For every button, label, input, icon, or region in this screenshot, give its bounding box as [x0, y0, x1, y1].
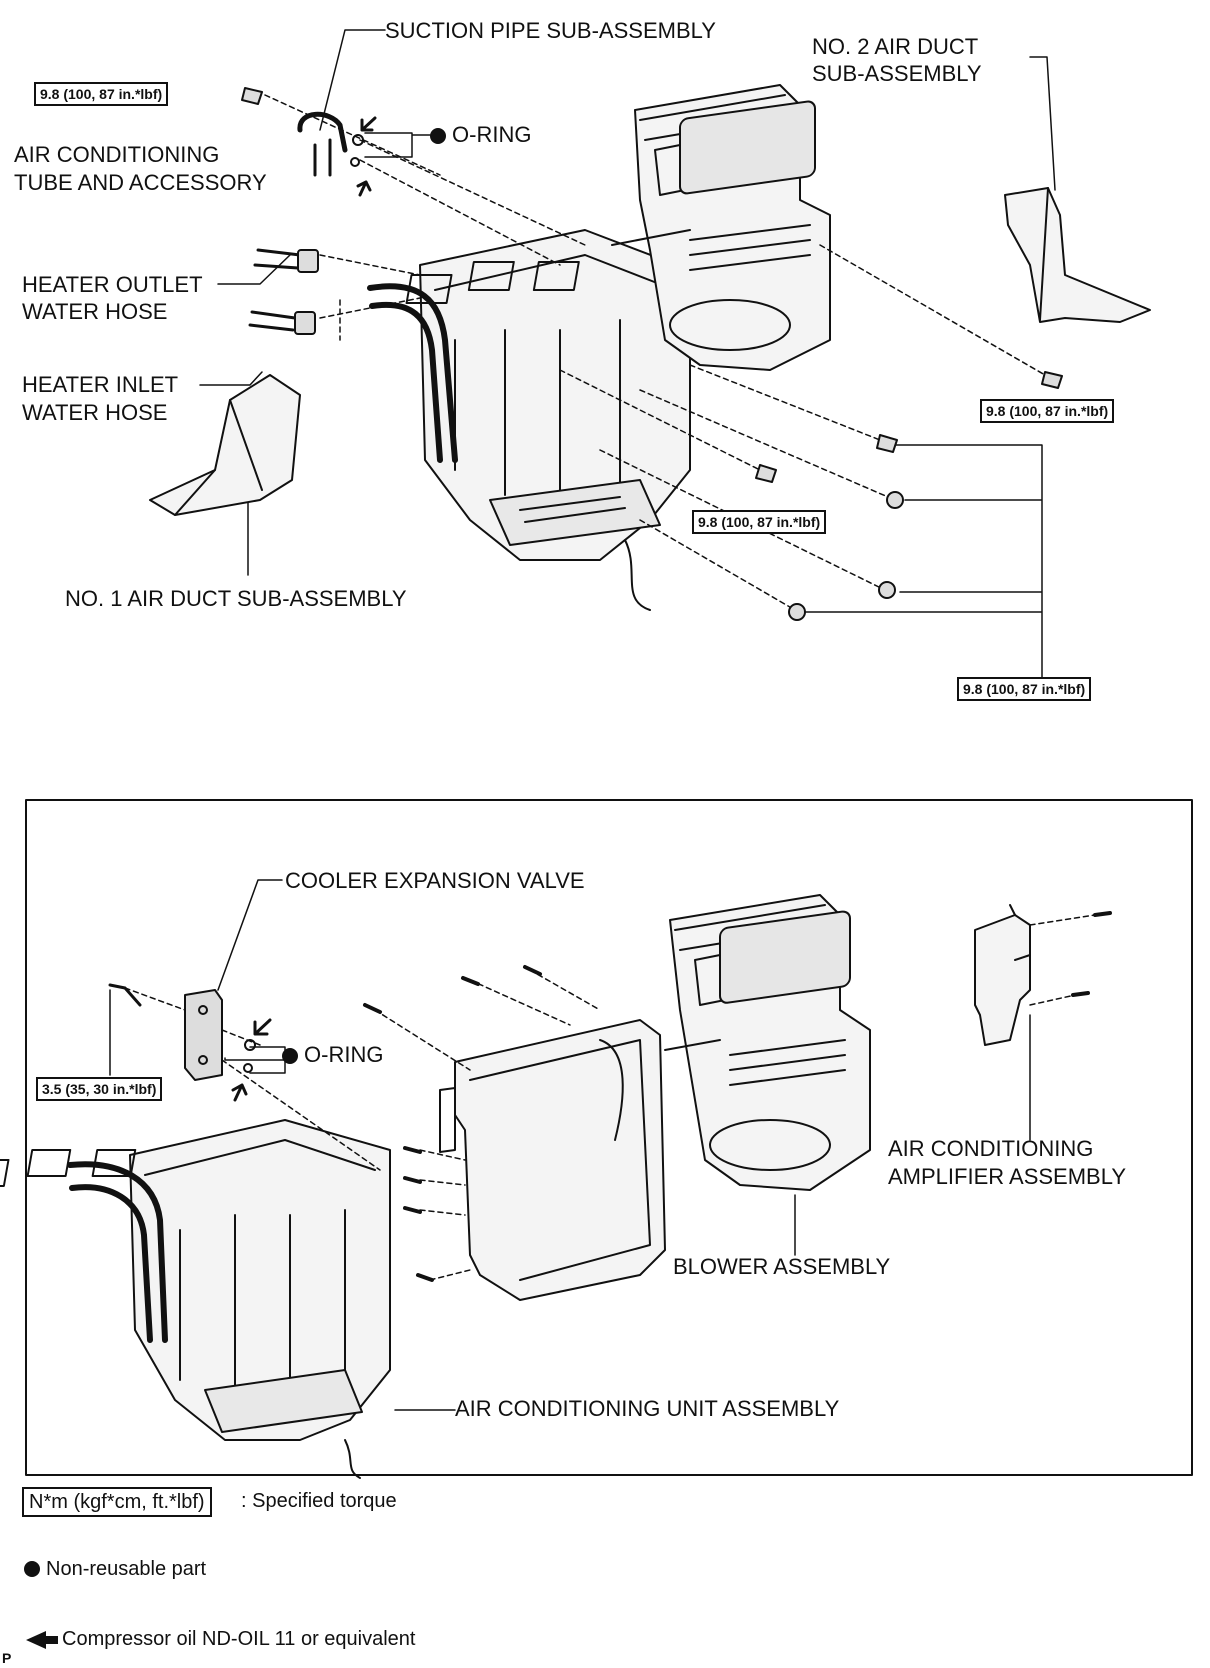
bolt-icon: [876, 434, 898, 453]
nonreusable-dot-icon: [24, 1561, 40, 1577]
screw-icon: [1071, 991, 1090, 997]
oil-arrow-icon: [356, 180, 372, 197]
bolt-icon: [108, 983, 142, 1007]
heater-inlet-label-line2: WATER HOSE: [22, 400, 168, 425]
top-small-parts: [149, 87, 1151, 621]
nonreusable-dot-icon: [282, 1048, 298, 1064]
o-ring-icon: [350, 157, 360, 167]
top-hvac-unit-illustration: [367, 84, 831, 561]
no2-air-duct-label-line1: NO. 2 AIR DUCT: [812, 34, 979, 59]
ac-unit-assembly-label: AIR CONDITIONING UNIT ASSEMBLY: [455, 1396, 840, 1421]
cooler-expansion-valve-label: COOLER EXPANSION VALVE: [285, 868, 585, 893]
oil-arrow-icon: [231, 1083, 248, 1102]
o-ring-icon: [243, 1063, 253, 1073]
bolt-icon: [755, 464, 777, 483]
bottom-small-parts: [108, 911, 1112, 1479]
o-ring-icon: [244, 1039, 256, 1051]
footer-code: P: [2, 1650, 12, 1666]
oil-arrow-legend-icon: [26, 1631, 58, 1649]
heater-inlet-label-line1: HEATER INLET: [22, 372, 179, 397]
heater-outlet-label-line1: HEATER OUTLET: [22, 272, 203, 297]
bolt-icon: [241, 87, 263, 105]
ac-amplifier-label-line2: AMPLIFIER ASSEMBLY: [888, 1164, 1127, 1189]
suction-pipe-label: SUCTION PIPE SUB-ASSEMBLY: [385, 18, 716, 43]
torque-spec-bolt-right-upper: 9.8 (100, 87 in.*lbf): [980, 399, 1115, 423]
screw-icon: [523, 965, 542, 976]
legend-torque-unit: N*m (kgf*cm, ft.*lbf): [22, 1487, 212, 1517]
screw-icon: [403, 1176, 422, 1184]
screw-icon: [403, 1146, 422, 1154]
nut-icon: [886, 491, 904, 509]
no1-air-duct-label: NO. 1 AIR DUCT SUB-ASSEMBLY: [65, 586, 407, 611]
oil-arrow-icon: [360, 116, 377, 132]
torque-spec-nuts-right: 9.8 (100, 87 in.*lbf): [957, 677, 1092, 701]
bolt-icon: [1041, 371, 1063, 389]
screw-icon: [363, 1003, 382, 1014]
oil-arrow-icon: [253, 1018, 272, 1036]
o-ring-label-top: O-RING: [430, 121, 531, 148]
nut-icon: [878, 581, 896, 599]
ac-tube-label-line2: TUBE AND ACCESSORY: [14, 170, 267, 195]
screw-icon: [1093, 911, 1112, 917]
disassembly-frame: [25, 799, 1193, 1476]
ac-tube-label-line1: AIR CONDITIONING: [14, 142, 220, 167]
torque-spec-expansion-valve: 3.5 (35, 30 in.*lbf): [36, 1077, 163, 1101]
screw-icon: [403, 1206, 422, 1214]
nut-icon: [788, 603, 806, 621]
o-ring-icon: [352, 134, 364, 146]
o-ring-label-bottom: O-RING: [282, 1041, 383, 1068]
heater-outlet-label-line2: WATER HOSE: [22, 299, 168, 324]
ac-amplifier-label-line1: AIR CONDITIONING: [888, 1136, 1094, 1161]
torque-spec-bolt-top-left: 9.8 (100, 87 in.*lbf): [34, 82, 169, 106]
bottom-hvac-illustration: [0, 894, 1031, 1441]
legend-nonreusable: Non-reusable part: [24, 1557, 206, 1581]
torque-spec-bolt-center: 9.8 (100, 87 in.*lbf): [692, 510, 827, 534]
bottom-leader-lines: [109, 879, 1096, 1411]
screw-icon: [416, 1273, 434, 1282]
blower-assembly-label: BLOWER ASSEMBLY: [673, 1254, 891, 1279]
top-leader-lines: [199, 29, 1056, 691]
nonreusable-dot-icon: [430, 128, 446, 144]
legend-compressor-oil: Compressor oil ND-OIL 11 or equivalent: [62, 1628, 416, 1650]
no2-air-duct-label-line2: SUB-ASSEMBLY: [812, 61, 982, 86]
screw-icon: [461, 976, 480, 986]
legend-torque-desc: : Specified torque: [241, 1490, 397, 1512]
